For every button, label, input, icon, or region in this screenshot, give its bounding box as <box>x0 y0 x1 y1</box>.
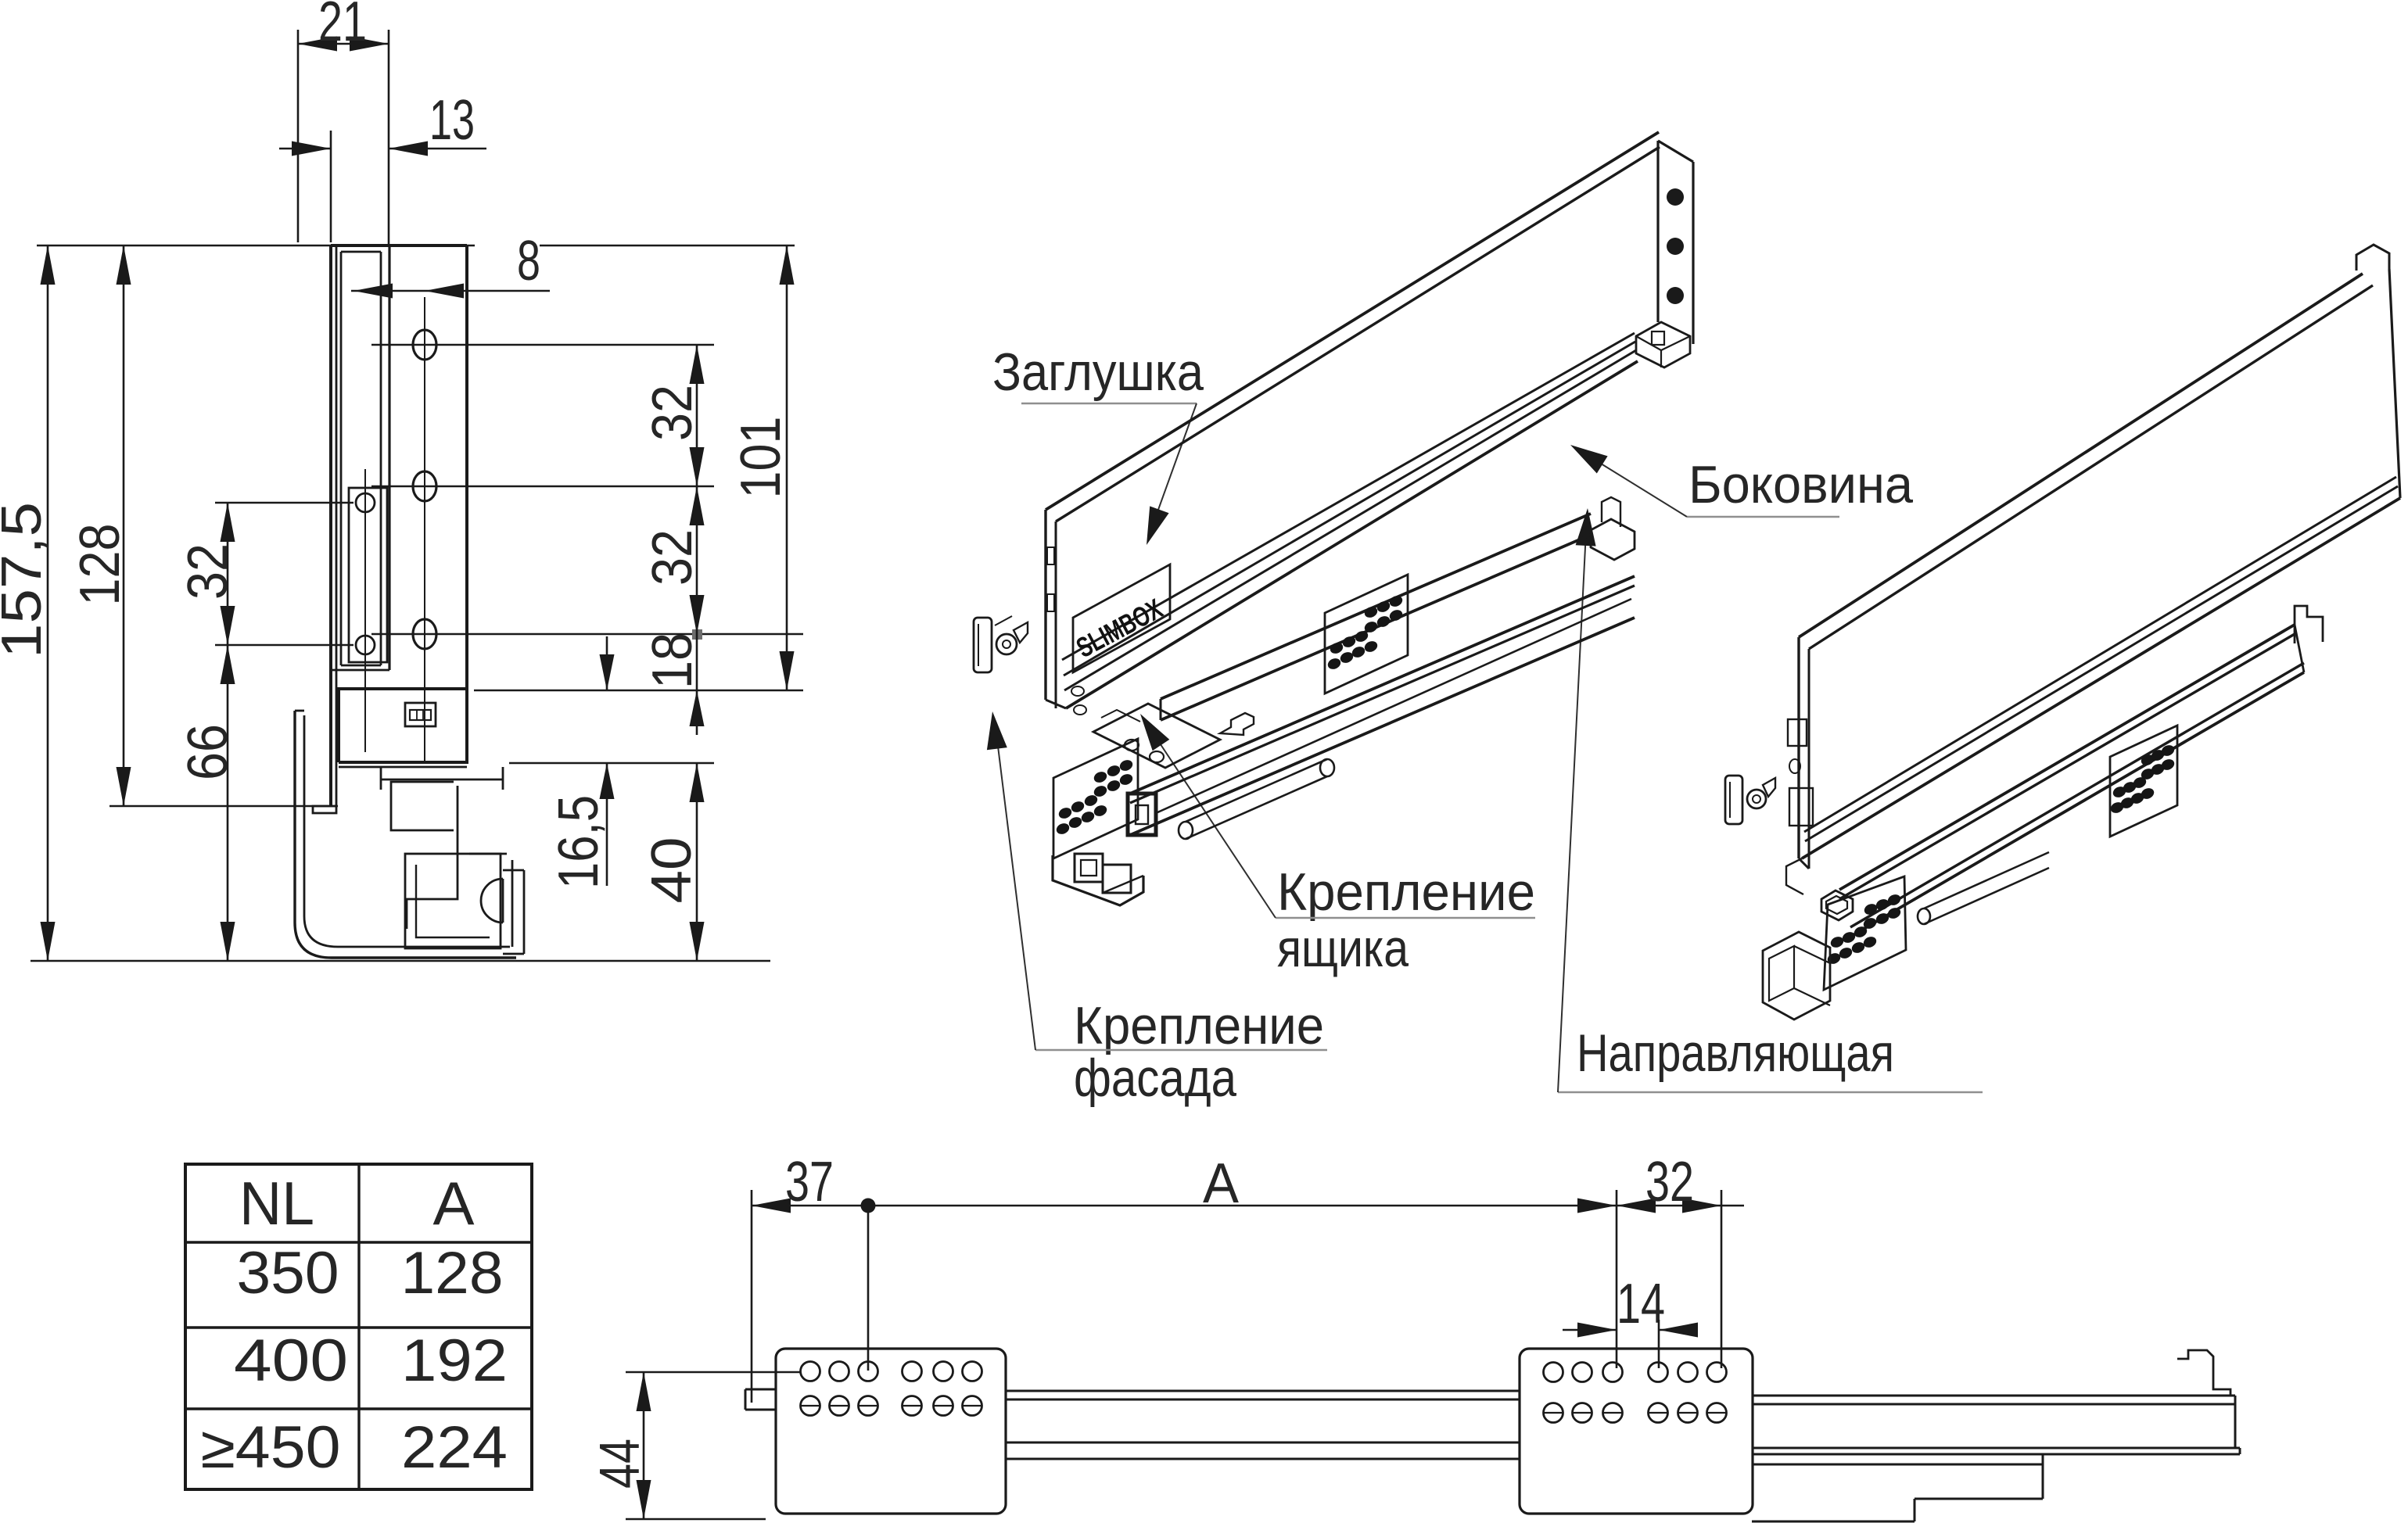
svg-text:8: 8 <box>517 230 540 292</box>
svg-text:32: 32 <box>177 543 239 600</box>
svg-text:40: 40 <box>641 837 703 904</box>
svg-text:13: 13 <box>429 89 475 152</box>
svg-text:128: 128 <box>69 524 131 606</box>
svg-text:128: 128 <box>401 1240 504 1306</box>
svg-text:Крепление: Крепление <box>1277 862 1535 922</box>
svg-text:Направляющая: Направляющая <box>1577 1023 1894 1083</box>
svg-text:37: 37 <box>785 1151 834 1213</box>
svg-text:фасада: фасада <box>1074 1048 1236 1108</box>
svg-text:44: 44 <box>589 1439 651 1489</box>
svg-text:≥450: ≥450 <box>201 1414 341 1481</box>
svg-text:A: A <box>433 1169 475 1238</box>
svg-text:18: 18 <box>641 632 704 689</box>
svg-text:14: 14 <box>1617 1273 1665 1335</box>
svg-text:101: 101 <box>730 417 792 499</box>
svg-text:66: 66 <box>177 724 239 780</box>
svg-text:21: 21 <box>318 0 367 53</box>
svg-text:157,5: 157,5 <box>0 502 53 658</box>
svg-text:224: 224 <box>401 1414 508 1481</box>
svg-text:16,5: 16,5 <box>547 795 610 889</box>
svg-text:192: 192 <box>401 1328 508 1394</box>
svg-text:350: 350 <box>237 1240 339 1306</box>
svg-text:ящика: ящика <box>1277 919 1409 978</box>
svg-text:Боковина: Боковина <box>1688 455 1913 514</box>
svg-text:A: A <box>1203 1152 1239 1215</box>
svg-text:32: 32 <box>641 385 704 441</box>
svg-text:32: 32 <box>1645 1151 1694 1213</box>
svg-text:Крепление: Крепление <box>1074 996 1324 1055</box>
svg-text:Заглушка: Заглушка <box>992 342 1204 402</box>
svg-text:NL: NL <box>239 1169 314 1238</box>
svg-text:400: 400 <box>234 1328 348 1394</box>
svg-text:32: 32 <box>641 529 704 586</box>
